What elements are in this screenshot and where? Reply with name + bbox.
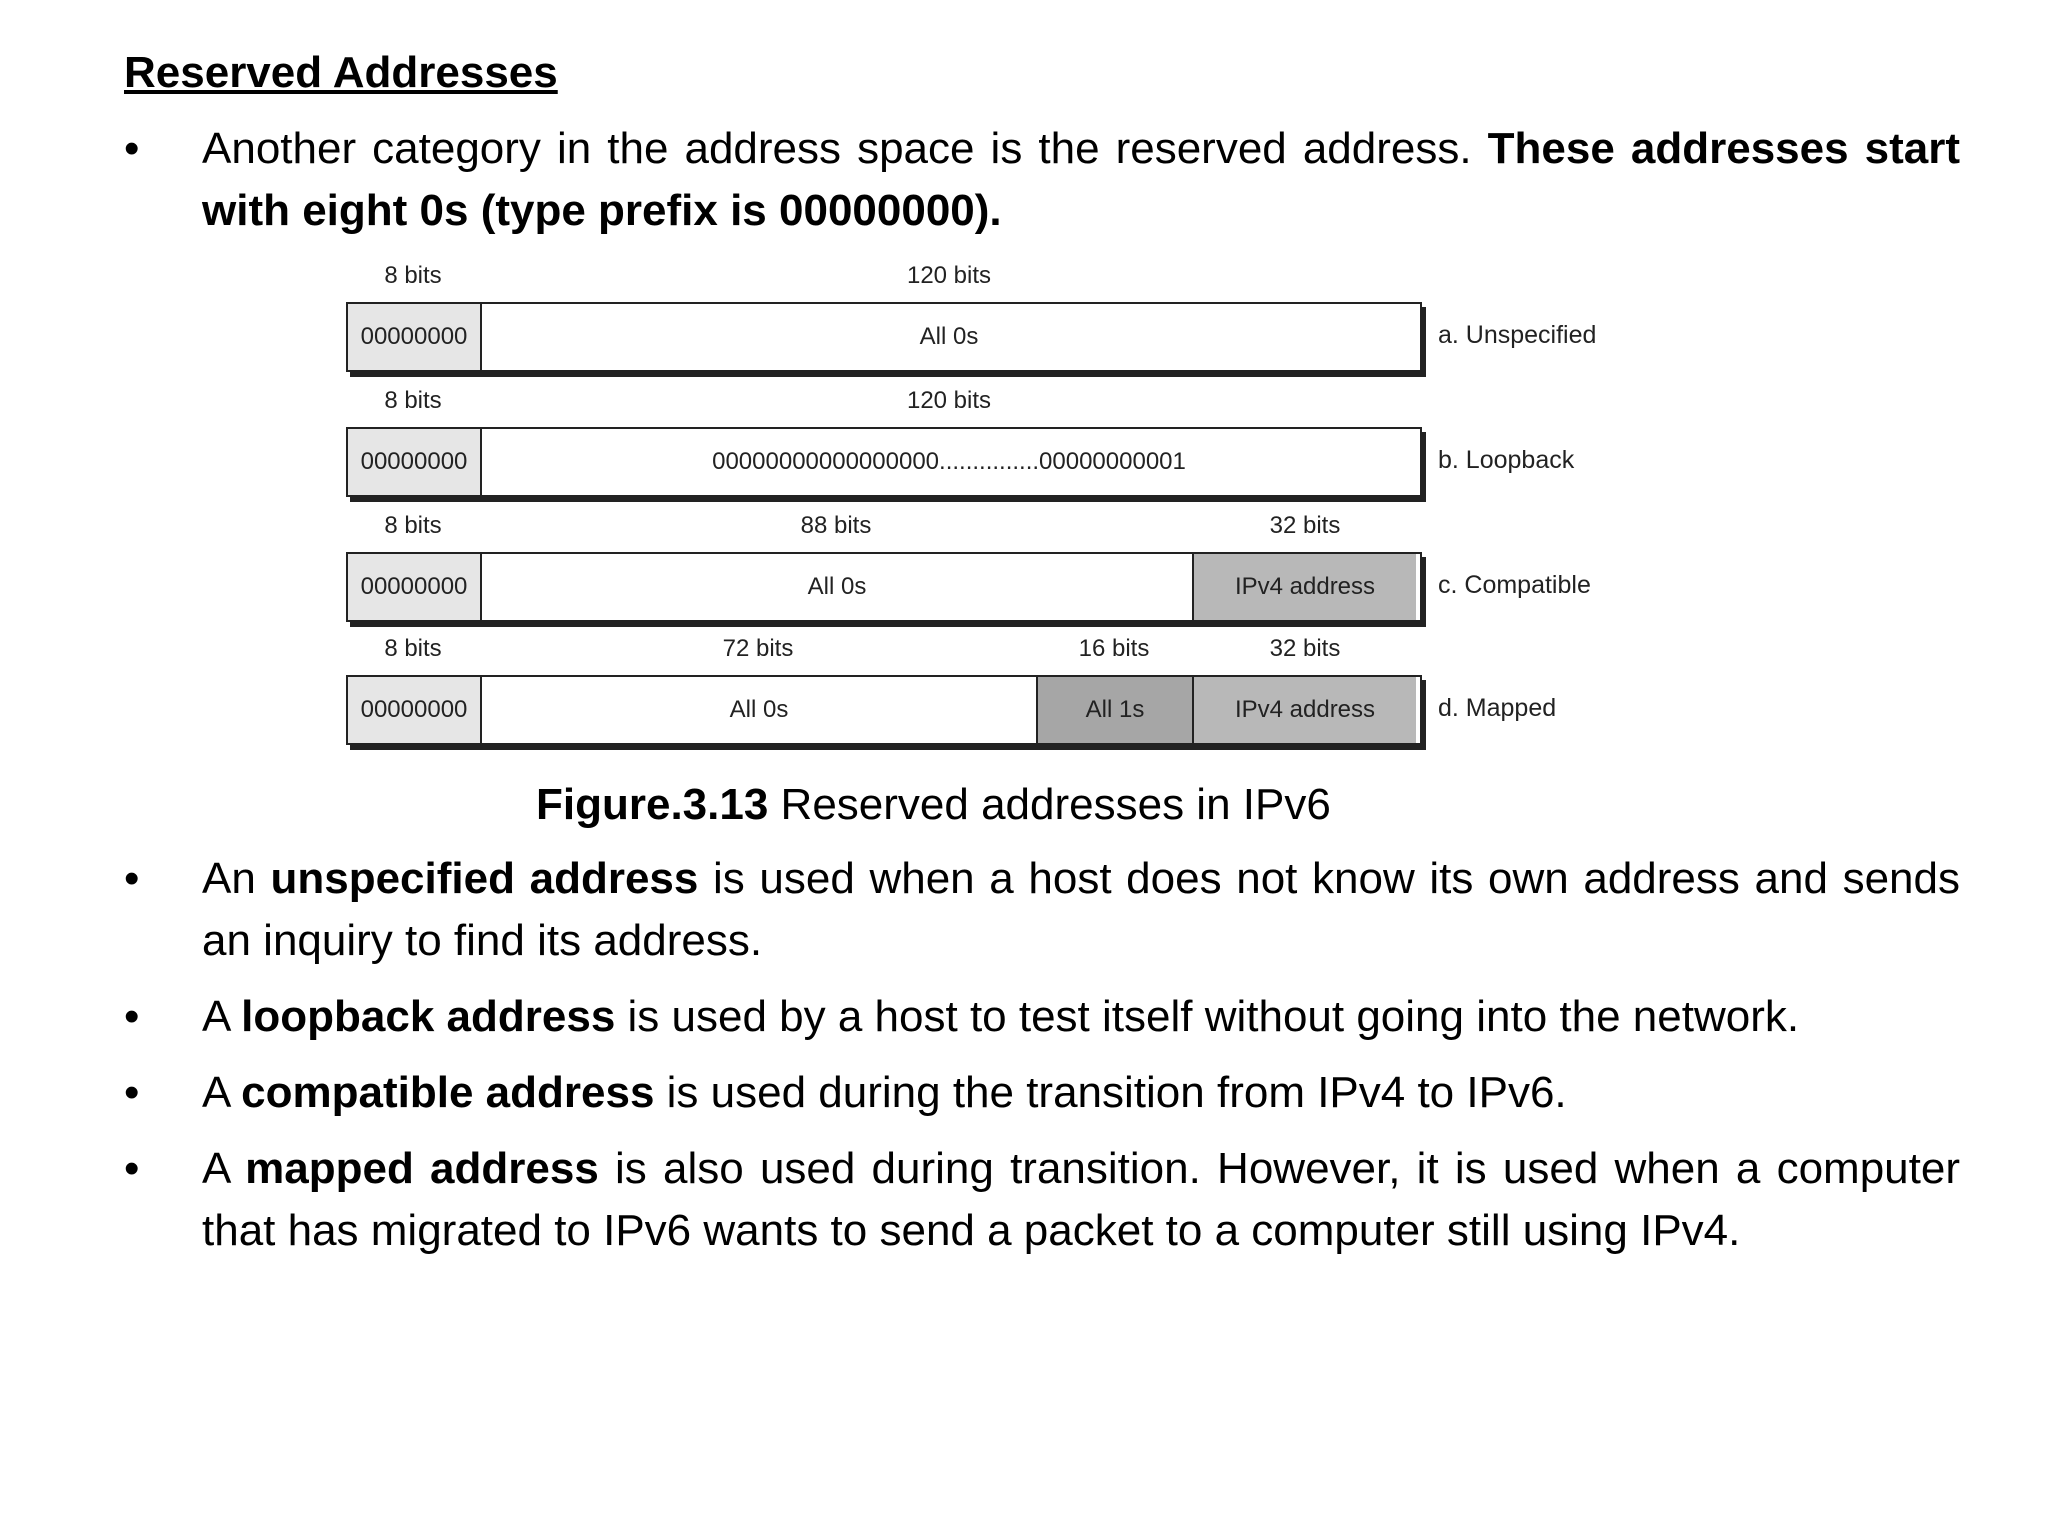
bullet-pre: An (202, 854, 271, 903)
bullet-compatible: • A compatible address is used during th… (124, 1062, 1960, 1124)
bit-label: 8 bits (384, 387, 442, 414)
bullet-marker: • (124, 854, 140, 903)
field-segment: All 0s (919, 323, 979, 350)
bit-label: 32 bits (1269, 512, 1341, 539)
bit-label: 8 bits (384, 635, 442, 662)
figure-row-mapped: 8 bits 72 bits 16 bits 32 bits 00000000 … (336, 635, 1616, 757)
address-bar: 00000000 All 0s IPv4 address (346, 552, 1422, 622)
bullet-marker: • (124, 1144, 140, 1193)
bullet-pre: A (202, 1144, 246, 1193)
bullet-post: is used when a host does not know its ow… (202, 854, 1960, 965)
ipv4-segment: IPv4 address (1194, 554, 1416, 620)
field-segment: All 0s (482, 677, 1038, 743)
bullet-loopback: • A loopback address is used by a host t… (124, 986, 1960, 1048)
figure-row-compatible: 8 bits 88 bits 32 bits 00000000 All 0s I… (336, 512, 1616, 634)
bullet-pre: A (202, 992, 242, 1041)
bit-label: 8 bits (384, 512, 442, 539)
bullet-text: A compatible address is used during the … (202, 1062, 1960, 1124)
intro-bullet: • Another category in the address space … (124, 118, 1960, 242)
address-bar: 00000000 All 0s (346, 302, 1422, 372)
bit-label: 8 bits (384, 262, 442, 289)
bullet-term: mapped address (245, 1144, 599, 1193)
field-segment: All 0s (482, 554, 1194, 620)
bullet-pre: A (202, 1068, 242, 1117)
address-bar: 00000000 All 0s All 1s IPv4 address (346, 675, 1422, 745)
bit-label: 120 bits (906, 387, 992, 414)
row-label: c. Compatible (1438, 571, 1591, 599)
figure-caption: Figure.3.13 Reserved addresses in IPv6 (536, 778, 1331, 832)
bullet-text: A mapped address is also used during tra… (202, 1138, 1960, 1262)
prefix-segment: 00000000 (348, 429, 482, 495)
prefix-segment: 00000000 (348, 304, 482, 370)
bullet-term: loopback address (241, 992, 616, 1041)
field-segment: 00000000000000000...............00000000… (712, 448, 1186, 475)
caption-number: Figure.3.13 (536, 780, 769, 829)
page-heading: Reserved Addresses (124, 48, 558, 97)
bullet-term: unspecified address (270, 854, 699, 903)
row-label: a. Unspecified (1438, 321, 1597, 349)
ones-segment: All 1s (1038, 677, 1194, 743)
address-bar: 00000000 00000000000000000..............… (346, 427, 1422, 497)
row-label: b. Loopback (1438, 446, 1575, 474)
figure-row-unspecified: 8 bits 120 bits 00000000 All 0s a. Unspe… (336, 262, 1616, 384)
intro-text: Another category in the address space is… (202, 118, 1960, 242)
bullet-marker: • (124, 992, 140, 1041)
intro-bold: These addresses start with eight 0s (typ… (202, 124, 1960, 235)
bullet-marker: • (124, 1068, 140, 1117)
prefix-segment: 00000000 (348, 677, 482, 743)
bullet-post: is also used during transition. However,… (202, 1144, 1960, 1255)
bullet-text: A loopback address is used by a host to … (202, 986, 1960, 1048)
reserved-addresses-figure: 8 bits 120 bits 00000000 All 0s a. Unspe… (336, 262, 1616, 762)
bit-label: 120 bits (906, 262, 992, 289)
bit-label: 16 bits (1078, 635, 1150, 662)
bit-label: 72 bits (722, 635, 794, 662)
prefix-segment: 00000000 (348, 554, 482, 620)
figure-row-loopback: 8 bits 120 bits 00000000 000000000000000… (336, 387, 1616, 509)
ipv4-segment: IPv4 address (1194, 677, 1416, 743)
row-label: d. Mapped (1438, 694, 1557, 722)
bullet-mapped: • A mapped address is also used during t… (124, 1138, 1960, 1262)
bit-label: 32 bits (1269, 635, 1341, 662)
bullet-post: is used during the transition from IPv4 … (654, 1068, 1567, 1117)
bit-label: 88 bits (800, 512, 872, 539)
caption-text: Reserved addresses in IPv6 (768, 780, 1331, 829)
intro-plain: Another category in the address space is… (202, 124, 1488, 173)
bullet-unspecified: • An unspecified address is used when a … (124, 848, 1960, 972)
bullet-post: is used by a host to test itself without… (615, 992, 1800, 1041)
bullet-marker: • (124, 124, 140, 173)
bullet-term: compatible address (241, 1068, 655, 1117)
bullet-text: An unspecified address is used when a ho… (202, 848, 1960, 972)
